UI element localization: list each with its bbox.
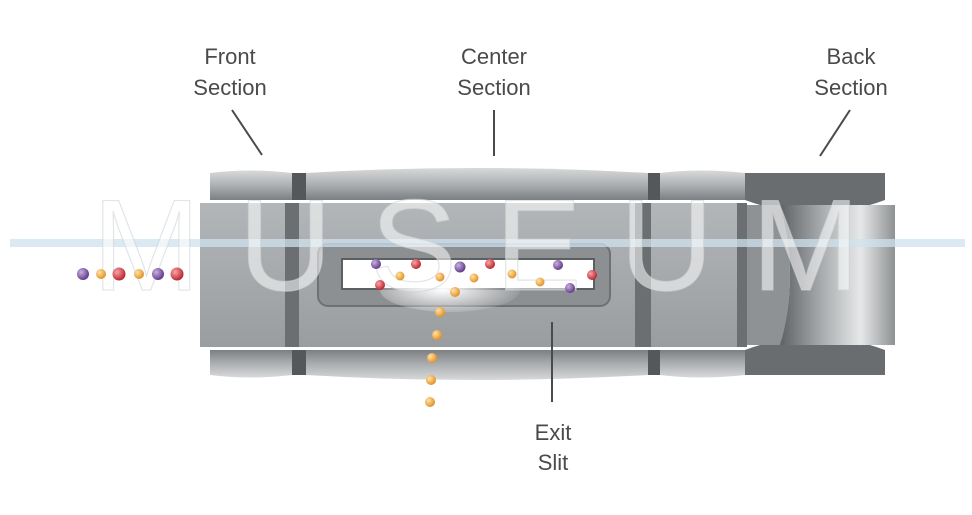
back-section-edge: [737, 203, 747, 347]
top-rods: [210, 168, 885, 213]
ejected-ion: [427, 353, 437, 363]
ejected-ion: [435, 307, 445, 317]
trapped-ions: [371, 259, 597, 293]
ejected-ions: [425, 287, 460, 407]
ion-beam-line: [10, 239, 965, 247]
trapped-ion: [411, 259, 421, 269]
center-back-gap-top: [648, 173, 660, 200]
incoming-ion-red: [112, 267, 126, 281]
front-section-label-line1: Front: [204, 44, 255, 69]
incoming-ion-orange: [134, 269, 144, 279]
ejected-ion: [450, 287, 460, 297]
back-top-rod-left: [660, 170, 745, 200]
trapped-ion: [469, 273, 479, 283]
exit-slit-label-line2: Slit: [538, 450, 569, 475]
incoming-ion-purple: [152, 268, 164, 280]
trapped-ion: [587, 270, 597, 280]
trapped-ion: [371, 259, 381, 269]
ejected-ion: [425, 397, 435, 407]
incoming-ion-purple: [77, 268, 89, 280]
trapped-ion: [435, 272, 445, 282]
back-bottom-cylinder: [745, 337, 885, 375]
front-bottom-rod: [210, 350, 292, 378]
center-section-label-line2: Section: [457, 75, 530, 100]
incoming-ion-red: [170, 267, 184, 281]
back-section-leader: [819, 109, 851, 157]
center-section-label-line1: Center: [461, 44, 527, 69]
center-bottom-rod: [306, 350, 648, 380]
ejected-ion: [426, 375, 436, 385]
front-section-label-line2: Section: [193, 75, 266, 100]
incoming-ion-orange: [96, 269, 106, 279]
front-center-gap-bottom: [292, 350, 306, 375]
bottom-rods: [210, 337, 885, 380]
back-section-label-line1: Back: [827, 44, 877, 69]
front-top-rod: [210, 170, 292, 200]
back-section-label-line2: Section: [814, 75, 887, 100]
center-top-rod: [306, 168, 648, 200]
watermark: MUSEUM: [92, 172, 898, 318]
back-section-face: [651, 203, 741, 347]
back-top-cylinder: [745, 173, 885, 213]
exit-slit-label-line1: Exit: [535, 420, 572, 445]
trapped-ion: [507, 269, 517, 279]
trapped-ion: [375, 280, 385, 290]
front-section-face: [200, 203, 288, 347]
slit-glow: [380, 268, 520, 312]
center-back-gap-bottom: [648, 350, 660, 375]
incoming-ions: [77, 267, 184, 281]
trapped-ion: [485, 259, 495, 269]
trapped-ion: [553, 260, 563, 270]
front-center-gap-top: [292, 173, 306, 200]
back-bottom-rod-left: [660, 350, 745, 378]
trapped-ion: [565, 283, 575, 293]
front-section-leader: [231, 109, 263, 156]
trapped-ion: [535, 277, 545, 287]
ejected-ion: [432, 330, 442, 340]
trapped-ion: [454, 261, 466, 273]
trapped-ion: [395, 271, 405, 281]
